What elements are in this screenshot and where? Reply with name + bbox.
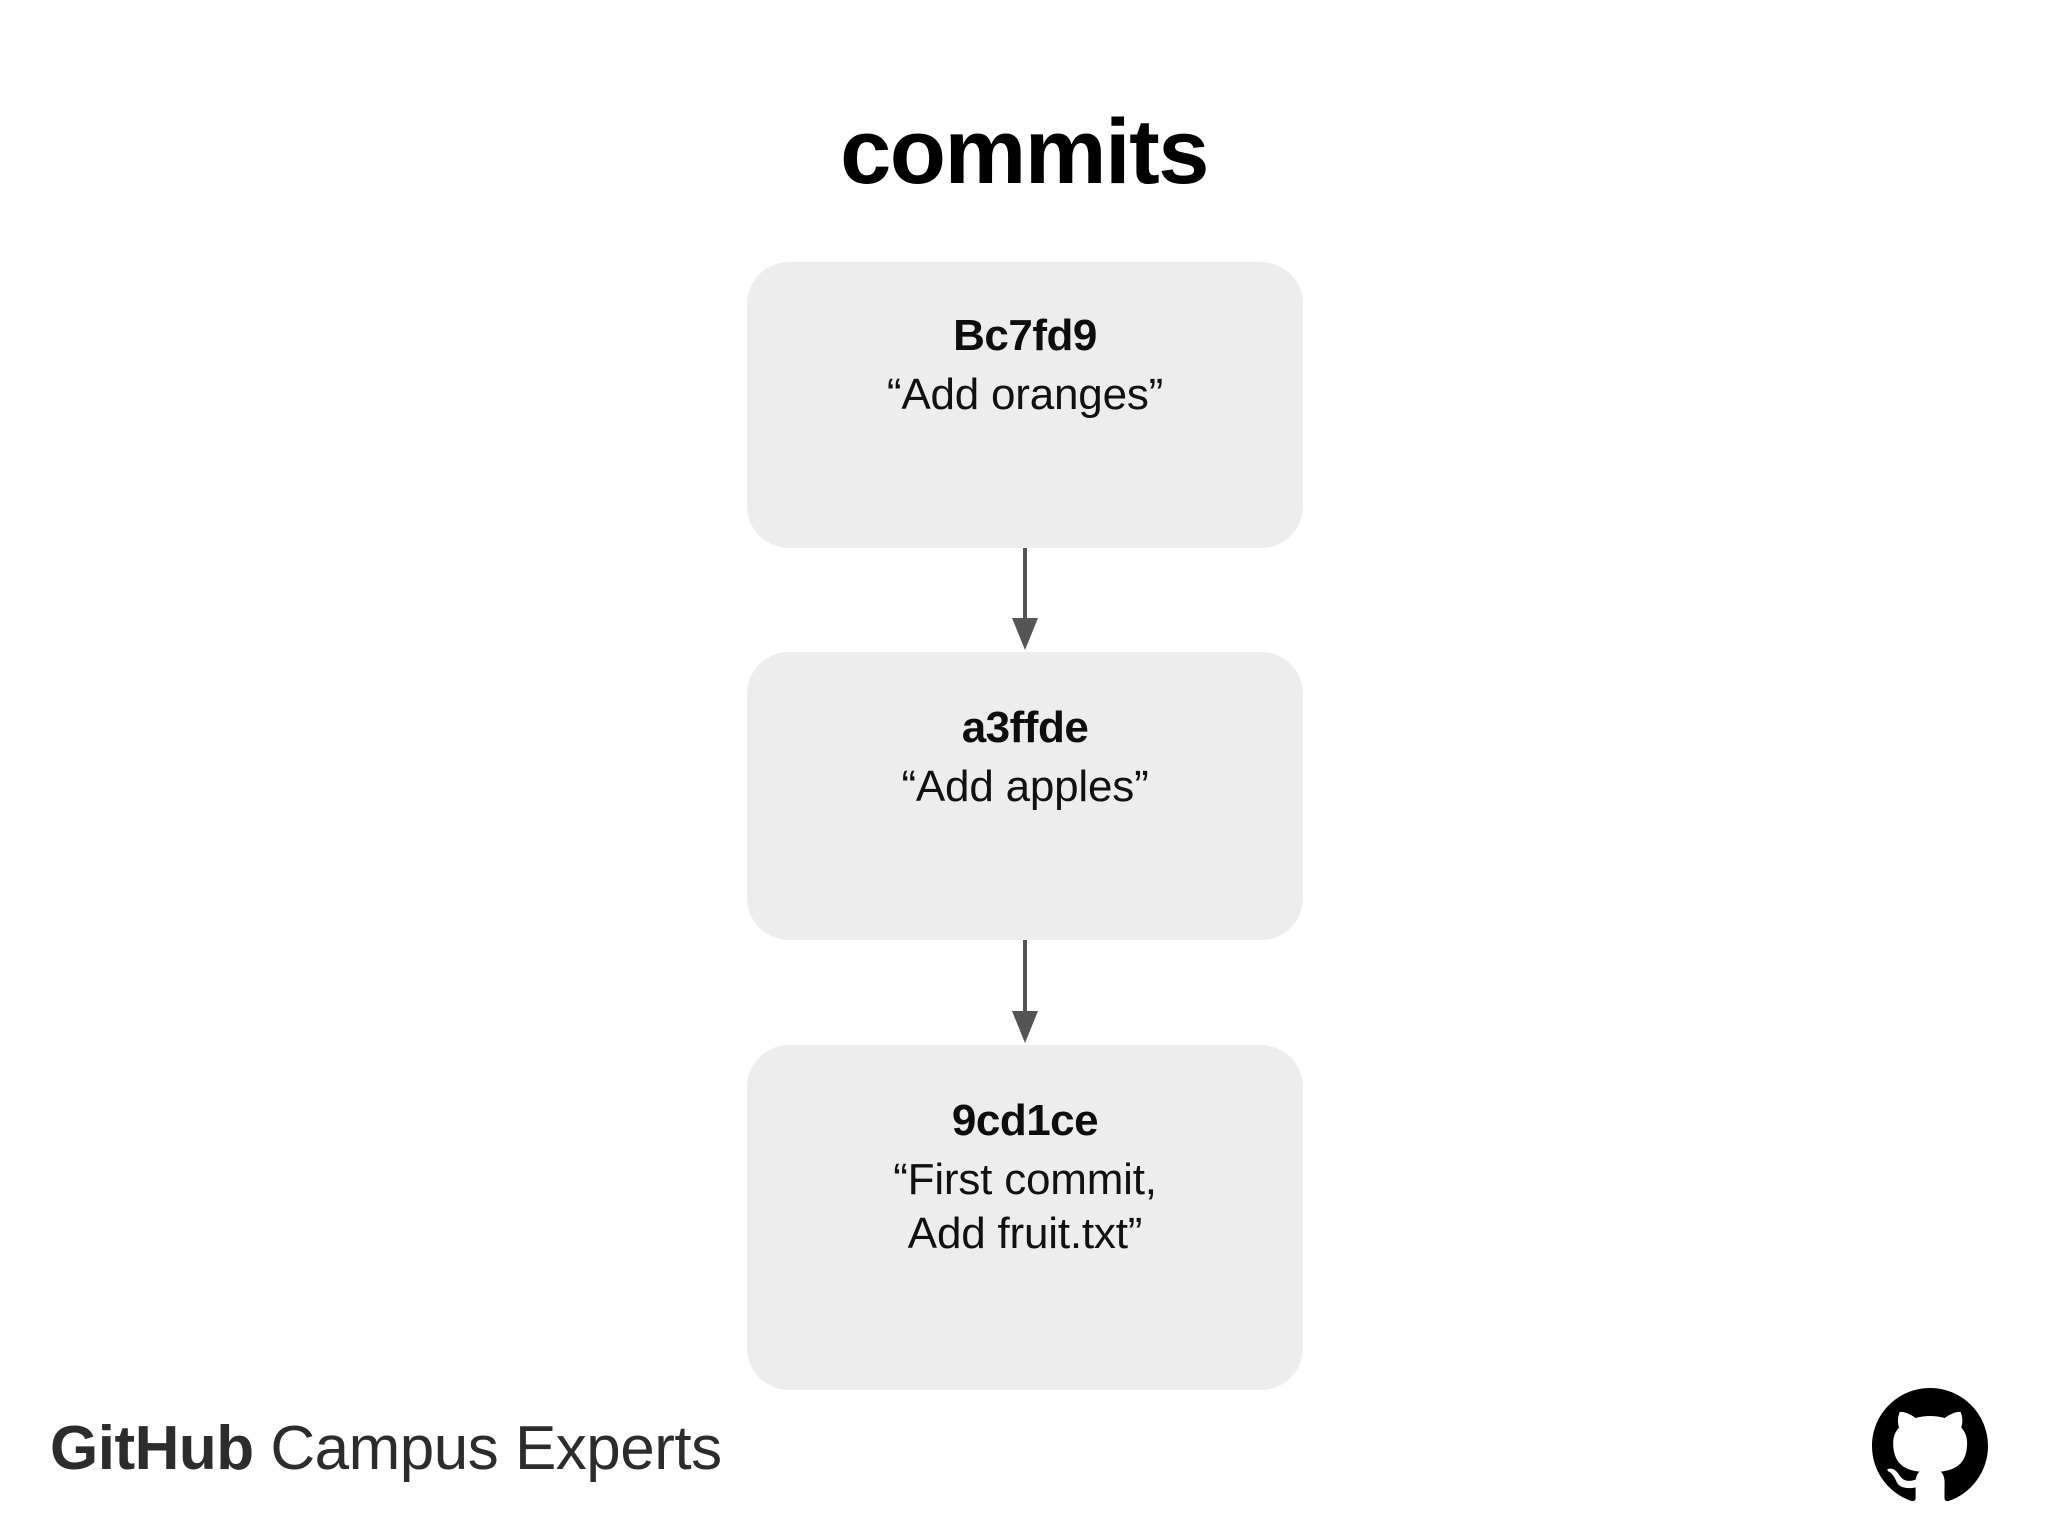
commit-graph: Bc7fd9 “Add oranges” a3ffde “Add apples”…: [747, 262, 1303, 1390]
page-title: commits: [840, 101, 1209, 203]
commit-message: “Add oranges”: [886, 369, 1164, 419]
footer-branding: GitHub Campus Experts: [50, 1418, 722, 1480]
brand-name-github: GitHub: [50, 1414, 254, 1483]
commit-message: “Add apples”: [901, 761, 1149, 811]
commit-node[interactable]: a3ffde “Add apples”: [747, 652, 1303, 940]
commit-connector-arrow: [1005, 940, 1045, 1045]
commit-hash: a3ffde: [961, 703, 1089, 752]
commit-node[interactable]: 9cd1ce “First commit, Add fruit.txt”: [747, 1045, 1303, 1390]
commit-connector-arrow: [1005, 548, 1045, 652]
commit-hash: Bc7fd9: [953, 311, 1097, 360]
brand-name-campus-experts: Campus Experts: [270, 1414, 722, 1483]
commit-hash: 9cd1ce: [951, 1096, 1099, 1145]
github-octocat-icon: [1872, 1388, 1988, 1504]
commit-message: “First commit, Add fruit.txt”: [893, 1154, 1157, 1258]
commit-node[interactable]: Bc7fd9 “Add oranges”: [747, 262, 1303, 548]
